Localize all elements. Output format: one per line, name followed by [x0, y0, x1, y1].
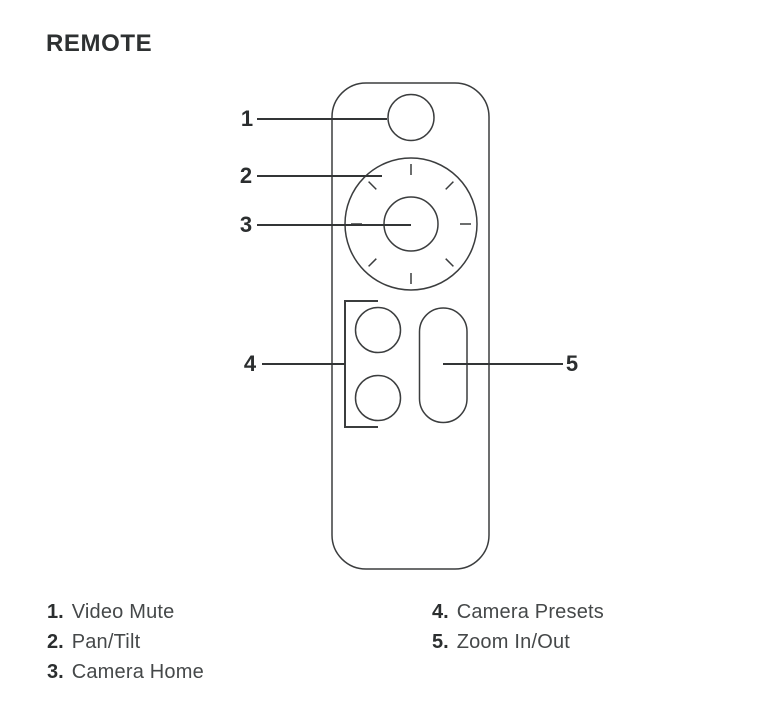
- zoom-rocker: [418, 307, 468, 424]
- camera-preset-button-bottom: [354, 374, 402, 422]
- legend-item-pan-tilt: 2. Pan/Tilt: [47, 627, 204, 657]
- legend-item-number: 2.: [47, 631, 64, 653]
- tick-southeast: [445, 258, 454, 267]
- legend-item-label: Video Mute: [71, 601, 175, 623]
- legend-column-left: 1. Video Mute 2. Pan/Tilt 3. Camera Home: [47, 597, 204, 687]
- page-title: REMOTE: [46, 30, 153, 57]
- callout-number-2: 2: [239, 163, 253, 188]
- callout-number-1: 1: [240, 106, 254, 131]
- legend-item-label: Camera Home: [71, 661, 204, 683]
- legend-item-number: 5.: [432, 631, 449, 653]
- callout-number-4: 4: [243, 351, 257, 376]
- callout-number-3: 3: [239, 212, 253, 237]
- video-mute-button: [387, 93, 435, 142]
- legend-item-number: 1.: [47, 601, 64, 623]
- legend-item-zoom-in-out: 5. Zoom In/Out: [432, 627, 604, 657]
- legend-item-number: 4.: [432, 601, 449, 623]
- remote-body-outline: [331, 82, 490, 570]
- tick-northwest: [368, 181, 377, 190]
- legend-item-label: Zoom In/Out: [456, 631, 571, 653]
- callout-lines: [257, 118, 563, 365]
- legend-item-label: Camera Presets: [456, 601, 604, 623]
- legend-item-video-mute: 1. Video Mute: [47, 597, 204, 627]
- legend-column-right: 4. Camera Presets 5. Zoom In/Out: [432, 597, 604, 657]
- legend-item-label: Pan/Tilt: [71, 631, 141, 653]
- legend-item-camera-home: 3. Camera Home: [47, 657, 204, 687]
- callout-number-5: 5: [565, 351, 579, 376]
- presets-bracket: [344, 300, 378, 428]
- legend-item-camera-presets: 4. Camera Presets: [432, 597, 604, 627]
- legend-item-number: 3.: [47, 661, 64, 683]
- camera-preset-button-top: [354, 306, 402, 354]
- tick-southwest: [368, 258, 377, 267]
- tick-northeast: [445, 181, 454, 190]
